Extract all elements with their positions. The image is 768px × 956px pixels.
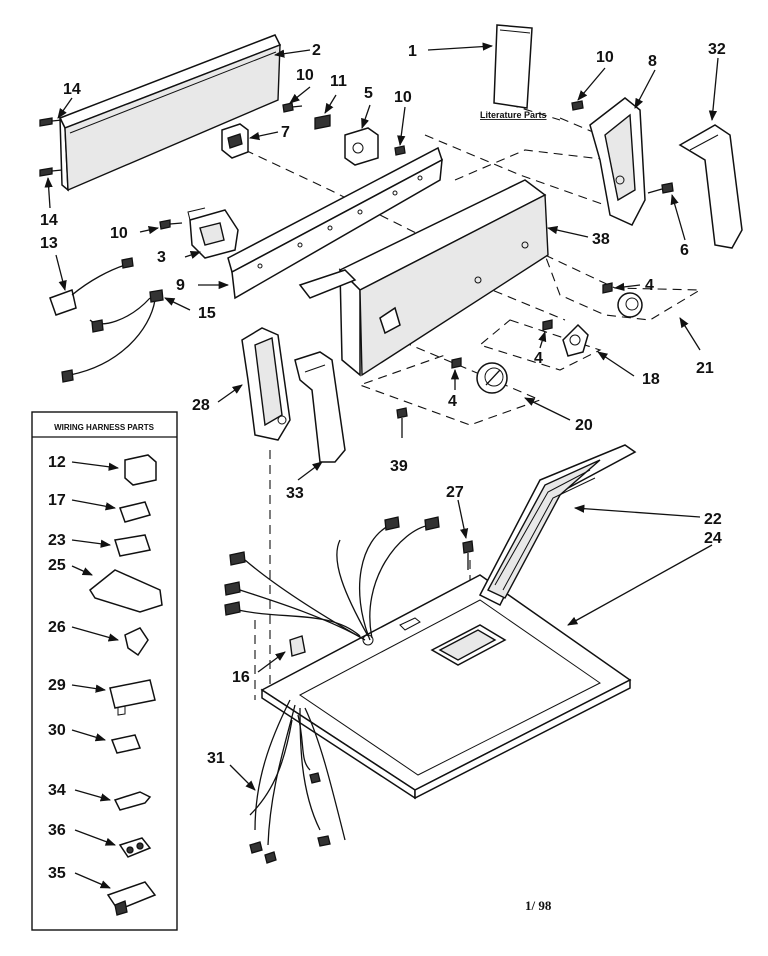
label-14a: 14 [63,81,81,98]
part-27-screw [462,540,474,570]
label-15: 15 [198,305,216,322]
wiring-item-25: 25 [48,557,66,574]
part-10-screws [159,100,584,230]
label-3: 3 [157,249,166,266]
label-28: 28 [192,397,210,414]
label-11: 11 [330,73,347,90]
wiring-item-23: 23 [48,532,66,549]
part-16-clip [289,635,306,657]
label-7: 7 [281,124,290,141]
part-2-back-panel [58,34,282,192]
label-8: 8 [648,53,657,70]
wiring-item-34: 34 [48,782,66,799]
wiring-item-35: 35 [48,865,66,882]
label-13: 13 [40,235,58,252]
leader-lines [44,42,719,791]
part-5-terminal-block [344,127,379,166]
label-1: 1 [408,43,417,60]
part-33-end-cap-trim [294,351,346,463]
part-32-end-cap-trim [678,124,743,249]
label-10a: 10 [296,67,314,84]
part-21-knob [617,292,643,318]
date-code: 1/ 98 [525,898,552,913]
label-9: 9 [176,277,185,294]
part-4-clips [451,282,613,369]
part-38-console-frame [298,179,549,377]
wiring-harness-parts-box: WIRING HARNESS PARTS 12 17 23 25 26 29 3… [31,411,178,931]
part-11-clip [314,114,331,130]
literature-parts-label: Literature Parts [480,110,547,120]
part-1-literature-booklet [493,24,533,109]
wiring-item-17: 17 [48,492,66,509]
label-10b: 10 [394,89,412,106]
wiring-item-30: 30 [48,722,66,739]
part-13-harness [49,257,134,316]
label-10d: 10 [596,49,614,66]
part-6-screw [647,182,674,194]
part-39-screw [396,407,408,438]
part-3-switch [187,207,239,259]
label-14b: 14 [40,212,58,229]
label-20: 20 [575,417,593,434]
part-18-knob [562,323,589,357]
label-39: 39 [390,458,408,475]
part-20-knob [476,362,508,394]
part-22-duct [478,444,637,607]
wiring-item-12: 12 [48,454,66,471]
part-9-control-bracket [227,146,443,300]
wiring-item-26: 26 [48,619,66,636]
label-38: 38 [592,231,610,248]
label-10c: 10 [110,225,128,242]
label-6: 6 [680,242,689,259]
label-21: 21 [696,360,714,377]
label-33: 33 [286,485,304,502]
label-27: 27 [446,484,464,501]
part-15-harness [61,289,164,383]
label-5: 5 [364,85,373,102]
part-31-harness [249,699,346,864]
label-16: 16 [232,669,250,686]
part-28-end-cap [241,327,291,441]
part-24-top-panel [260,574,632,800]
label-18: 18 [642,371,660,388]
label-4c: 4 [448,393,457,410]
wiring-box-title: WIRING HARNESS PARTS [54,423,155,432]
part-number-labels: 1 2 3 4 4 4 5 6 7 8 9 10 10 10 10 11 13 … [40,41,726,767]
label-4a: 4 [645,277,654,294]
wiring-item-36: 36 [48,822,66,839]
label-32: 32 [708,41,726,58]
label-24: 24 [704,530,722,547]
part-8-end-cap [589,97,646,226]
part-14-screws [39,117,63,177]
label-31: 31 [207,750,225,767]
top-wiring [224,516,440,646]
part-7-switch [221,123,249,159]
label-2: 2 [312,42,321,59]
wiring-item-29: 29 [48,677,66,694]
label-22: 22 [704,511,722,528]
label-4b: 4 [534,350,543,367]
